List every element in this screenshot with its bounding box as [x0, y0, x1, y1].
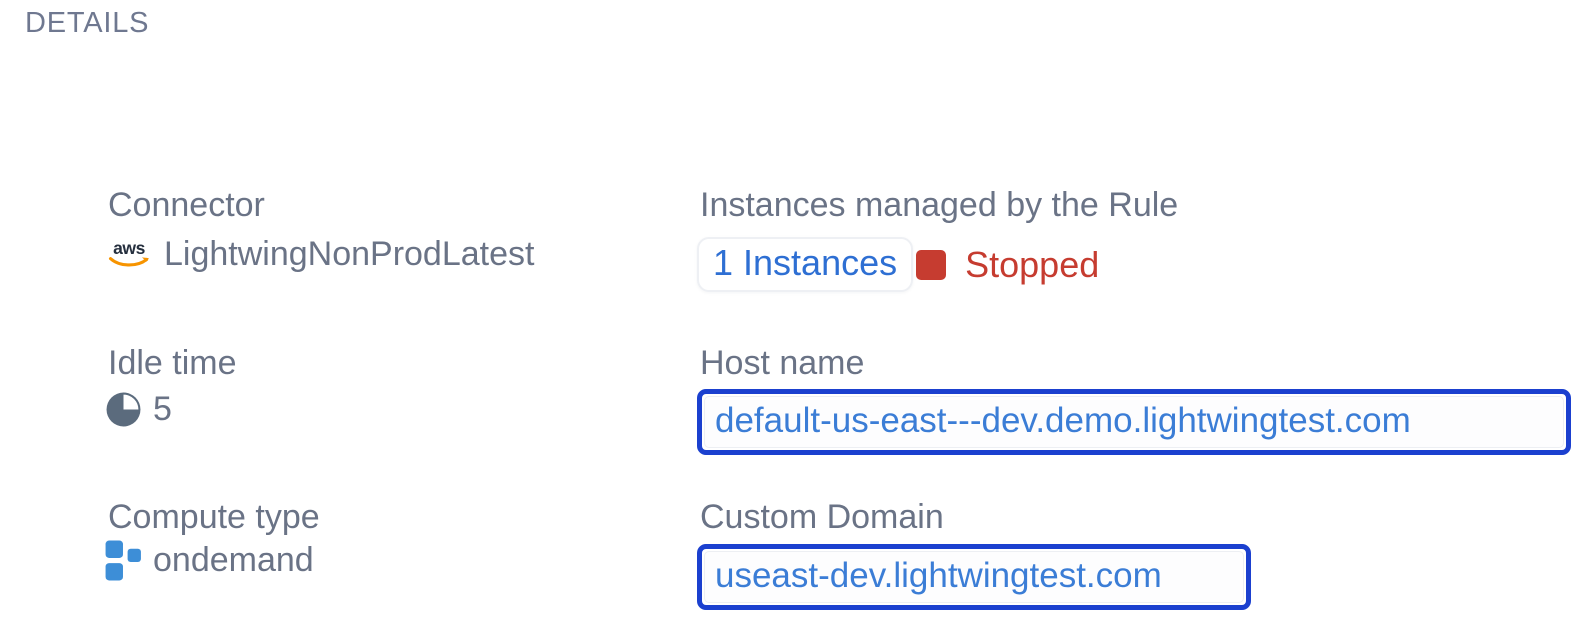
host-name-link[interactable]: default-us-east---dev.demo.lightwingtest… — [704, 396, 1564, 448]
connector-value: LightwingNonProdLatest — [164, 235, 535, 273]
svg-text:aws: aws — [113, 238, 145, 258]
compute-type-value: ondemand — [153, 541, 314, 580]
compute-type-label: Compute type — [108, 498, 320, 536]
idle-time-label: Idle time — [108, 344, 237, 382]
details-heading: DETAILS — [25, 7, 150, 39]
aws-logo-icon: aws — [105, 237, 153, 271]
custom-domain-label: Custom Domain — [700, 498, 944, 536]
idle-time-value-row: 5 — [105, 389, 172, 430]
compute-type-value-row: ondemand — [105, 540, 314, 581]
instances-count-link[interactable]: 1 Instances — [697, 237, 914, 292]
idle-time-value: 5 — [153, 390, 172, 428]
instances-status-text: Stopped — [965, 243, 1100, 285]
host-name-label: Host name — [700, 344, 865, 382]
custom-domain-link[interactable]: useast-dev.lightwingtest.com — [704, 551, 1244, 603]
custom-domain-link-outline: useast-dev.lightwingtest.com — [697, 544, 1251, 610]
connector-label: Connector — [108, 186, 265, 224]
blue-squares-icon — [105, 540, 142, 581]
stopped-status-square-icon — [916, 249, 947, 280]
connector-value-row: aws LightwingNonProdLatest — [105, 234, 534, 275]
instances-label: Instances managed by the Rule — [700, 186, 1179, 224]
pie-timer-icon — [105, 391, 142, 428]
instances-value-row: 1 Instances Stopped — [697, 237, 1099, 292]
host-name-link-outline: default-us-east---dev.demo.lightwingtest… — [697, 389, 1571, 455]
